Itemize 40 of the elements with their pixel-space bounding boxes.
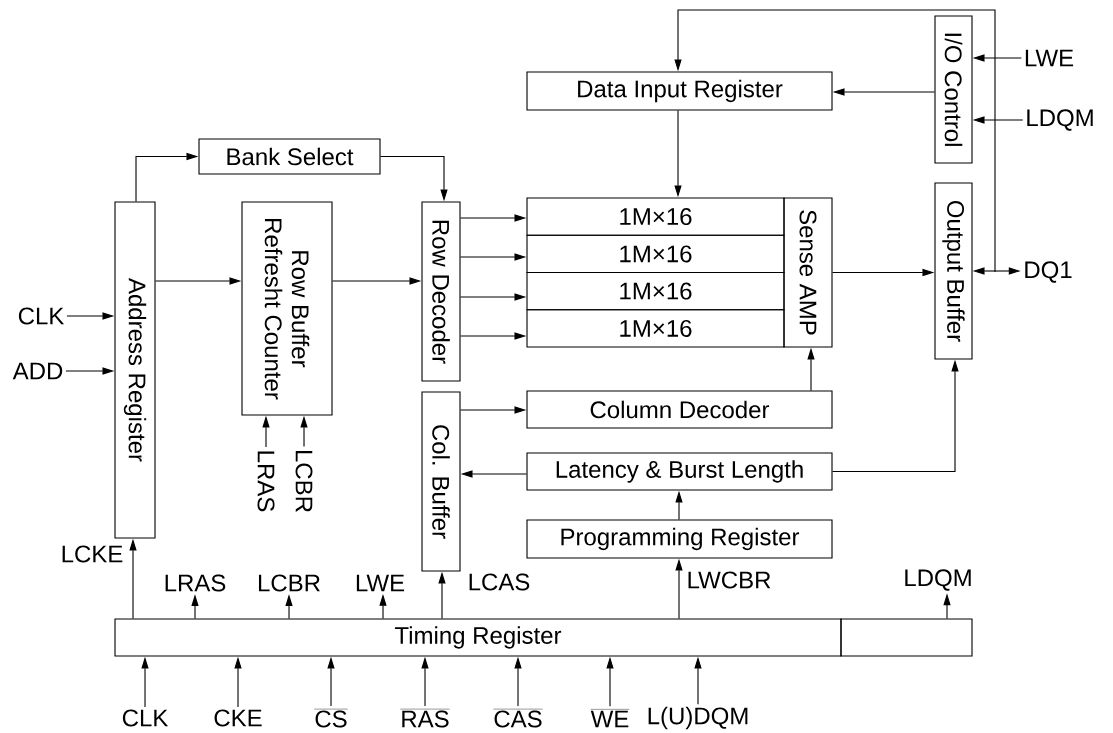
signal-label: LCBR xyxy=(259,574,320,592)
buffer-box: Col. Buffer xyxy=(421,391,461,572)
signal-label: L(U)DQM xyxy=(648,706,748,730)
signal-label: LWE xyxy=(356,574,405,592)
signal-label: CS xyxy=(314,708,348,728)
signal-label: RAS xyxy=(400,708,450,728)
amplifier-box: Sense AMP xyxy=(783,197,833,348)
signal-label: CLK xyxy=(122,709,169,727)
signal-label: CLK xyxy=(18,307,65,325)
signal-label: LDQM xyxy=(905,569,971,591)
register-segment xyxy=(840,618,973,657)
arrow xyxy=(674,9,996,273)
decoder-box: Row Decoder xyxy=(421,201,461,382)
register-box: Address Register xyxy=(114,201,156,539)
signal-label: CKE xyxy=(214,709,262,727)
counter-box: Row Buffer Refresht Counter xyxy=(241,201,333,416)
memory-bank-cell: 1M×16 xyxy=(526,234,785,274)
edge-label: LCAS xyxy=(466,572,532,592)
signal-label: LDQM xyxy=(1027,109,1093,131)
control-box: I/O Control xyxy=(934,15,973,164)
select-box: Bank Select xyxy=(198,138,381,175)
edge-label: LWCBR xyxy=(685,570,773,590)
signal-label: WE xyxy=(590,709,630,728)
register-box: Timing Register xyxy=(114,618,842,657)
signal-label: CAS xyxy=(493,708,543,728)
register-box: Programming Register xyxy=(526,519,833,559)
buffer-box: Output Buffer xyxy=(934,182,973,360)
signal-label: ADD xyxy=(12,362,63,380)
signal-label: LRAS xyxy=(165,574,226,592)
decoder-box: Column Decoder xyxy=(526,390,833,429)
latency-box: Latency & Burst Length xyxy=(526,452,833,491)
memory-bank-cell: 1M×16 xyxy=(526,197,785,236)
signal-label: DQ1 xyxy=(1025,261,1072,283)
signal-label: LRAS xyxy=(257,451,275,512)
memory-bank-cell: 1M×16 xyxy=(526,271,785,311)
signal-label: LCBR xyxy=(295,450,313,512)
memory-bank-cell: 1M×16 xyxy=(526,309,785,348)
register-box: Data Input Register xyxy=(526,71,833,111)
edge-label: LCKE xyxy=(59,544,125,564)
signal-label: LWE xyxy=(1025,49,1074,67)
